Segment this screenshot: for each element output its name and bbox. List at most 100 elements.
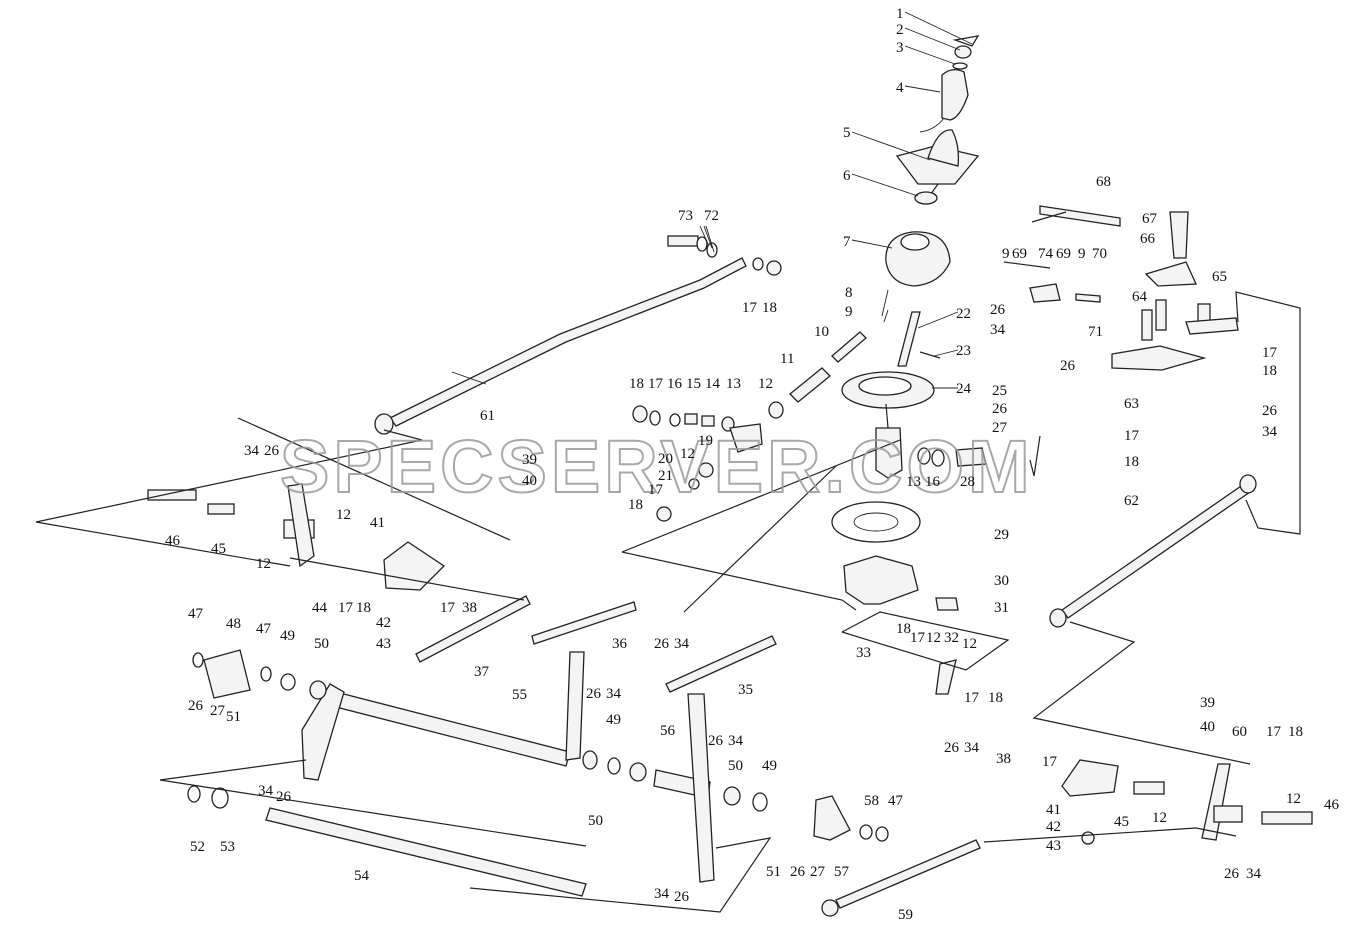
part-label: 39: [1200, 695, 1215, 711]
shift-fork-part: [875, 427, 903, 479]
part-label: 22: [956, 306, 971, 322]
lever-19-part: [729, 423, 763, 453]
boundary-left-upper: [35, 417, 525, 601]
bolt-28-part: [955, 447, 987, 467]
part-label: 18: [1288, 724, 1303, 740]
part-label: 39: [522, 452, 537, 468]
part-label: 47: [256, 621, 272, 637]
part-label: 17: [648, 482, 664, 498]
part-label: 10: [814, 324, 829, 340]
part-label: 68: [1096, 174, 1111, 190]
part-label: 14: [705, 376, 721, 392]
part-label: 26: [790, 864, 806, 880]
bolt-67-part: [1169, 211, 1189, 259]
bushing-50a-part: [309, 680, 327, 700]
rod-35-part: [665, 635, 777, 693]
part-label: 17: [440, 600, 456, 616]
washer-72b-part: [706, 242, 718, 258]
part-label: 18: [762, 300, 777, 316]
shift-housing-part: [843, 555, 919, 605]
part-label: 40: [522, 473, 537, 489]
post-64b-part: [1155, 299, 1167, 331]
part-label: 26: [1262, 403, 1278, 419]
part-label: 34: [990, 322, 1006, 338]
part-label: 12: [1286, 791, 1301, 807]
part-label: 48: [226, 616, 241, 632]
rod-68-part: [1039, 205, 1121, 227]
part-label: 46: [165, 533, 181, 549]
part-label: 18: [1124, 454, 1139, 470]
rod-62-end-a-part: [1049, 608, 1067, 628]
part-label: 19: [698, 433, 713, 449]
rod-37-part: [415, 595, 531, 663]
gasket-plate-part: [831, 501, 921, 543]
part-label: 65: [1212, 269, 1227, 285]
part-label: 1: [896, 6, 904, 22]
part-label: 17: [1266, 724, 1282, 740]
mount-flange-hole-part: [858, 376, 912, 396]
boundary-dots: [1003, 211, 1067, 477]
sleeve-60-part: [1213, 805, 1243, 823]
part-label: 12: [758, 376, 773, 392]
part-label: 60: [1232, 724, 1247, 740]
part-label: 18: [629, 376, 644, 392]
washer-49a-part: [280, 673, 296, 691]
part-label: 26: [264, 443, 280, 459]
part-label: 23: [956, 343, 971, 359]
part-label: 35: [738, 682, 753, 698]
boundary-rod-59: [983, 827, 1197, 843]
sleeve-45b-part: [1133, 781, 1165, 795]
part-label: 30: [994, 573, 1009, 589]
part-label: 26: [1060, 358, 1076, 374]
bolt-46-part: [147, 489, 197, 501]
nut-43b-part: [1081, 831, 1095, 845]
part-label: 55: [512, 687, 527, 703]
washer-13b-part: [917, 447, 931, 465]
part-label: 66: [1140, 231, 1156, 247]
part-label: 25: [992, 383, 1007, 399]
part-label: 51: [226, 709, 241, 725]
part-label: 51: [766, 864, 781, 880]
plate-66-part: [1144, 261, 1197, 287]
part-label: 17: [648, 376, 664, 392]
part-label: 49: [762, 758, 777, 774]
part-label: 9: [1002, 246, 1010, 262]
part-label: 34: [1262, 424, 1278, 440]
parts-drawing: [147, 35, 1313, 917]
part-label: 26: [654, 636, 670, 652]
part-label: 26: [944, 740, 960, 756]
part-label: 50: [314, 636, 329, 652]
knob-washer-part: [952, 62, 968, 70]
part-label: 74: [1038, 246, 1054, 262]
part-label: 31: [994, 600, 1009, 616]
bushing-50c-part: [629, 762, 647, 782]
part-label: 11: [780, 351, 794, 367]
part-label: 36: [612, 636, 628, 652]
part-label: 21: [658, 468, 673, 484]
watermark-text: SPECSERVER.COM: [280, 425, 1034, 508]
part-label: 49: [606, 712, 621, 728]
washer-17-part: [649, 410, 661, 426]
bracket-63-part: [1111, 345, 1207, 371]
part-label: 63: [1124, 396, 1139, 412]
part-label: 47: [188, 606, 204, 622]
bolt-73-part: [667, 235, 699, 247]
part-label: 43: [1046, 838, 1061, 854]
pin-part: [919, 351, 941, 359]
washer-16b-part: [931, 449, 945, 467]
part-label: 44: [312, 600, 328, 616]
boundary-right: [1235, 291, 1301, 535]
part-label: 17: [742, 300, 758, 316]
bracket-41b-part: [1061, 759, 1119, 797]
part-label: 56: [660, 723, 676, 739]
boundary-left-lower: [159, 759, 772, 913]
nut-20-part: [698, 462, 714, 478]
part-label: 27: [992, 420, 1008, 436]
bolt-70-part: [1075, 293, 1101, 303]
part-label: 26: [708, 733, 724, 749]
part-label: 73: [678, 208, 693, 224]
shaft-55-part: [331, 691, 571, 767]
part-label: 26: [188, 698, 204, 714]
part-label: 46: [1324, 797, 1340, 813]
spacer-14-part: [701, 415, 715, 427]
